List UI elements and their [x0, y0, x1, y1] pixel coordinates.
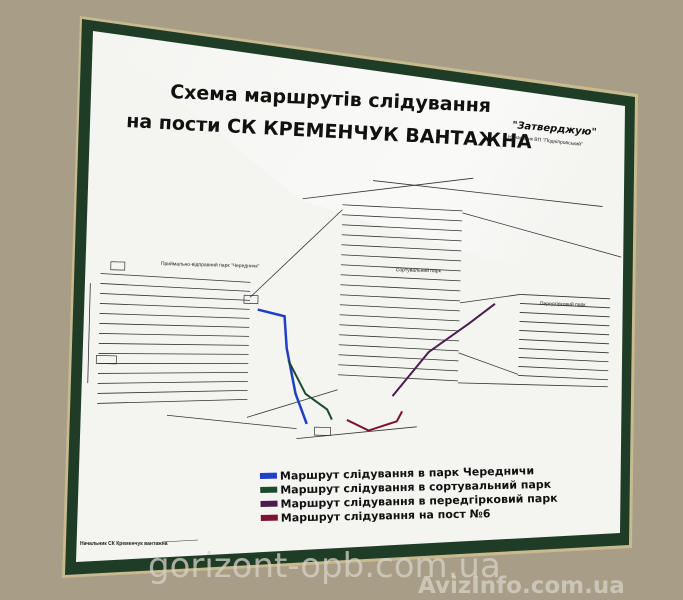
track-line	[99, 303, 250, 310]
track-line	[302, 177, 474, 200]
track-line	[340, 294, 461, 302]
track-line	[338, 374, 458, 382]
legend-swatch	[259, 472, 278, 479]
station-box	[110, 261, 126, 271]
legend-swatch	[260, 514, 278, 521]
track-line	[166, 414, 297, 430]
legend: Маршрут слідування в парк Чередничи Марш…	[259, 464, 558, 525]
park-label: Передгірковий парк	[540, 300, 587, 308]
track-line	[519, 330, 610, 336]
track-line	[339, 324, 460, 332]
glare	[93, 31, 625, 300]
station-box	[314, 426, 332, 436]
route-sort	[287, 359, 333, 420]
route-chered	[257, 308, 308, 425]
track-line	[99, 323, 250, 328]
track-line	[459, 294, 521, 304]
legend-item: Маршрут слідування в передгірковий парк	[260, 492, 558, 511]
track-line	[100, 293, 250, 301]
track-line	[518, 375, 609, 381]
track-line	[519, 312, 610, 318]
track-line	[338, 344, 459, 352]
track-line	[98, 362, 249, 364]
track-line	[98, 343, 249, 346]
route-post6	[346, 410, 403, 432]
track-line	[341, 224, 462, 232]
track-line	[99, 333, 250, 337]
track-diagram: Приймально-відправний парк "Чередничк" С…	[87, 177, 622, 440]
station-box	[95, 355, 117, 365]
track-line	[339, 304, 460, 312]
track-line	[296, 426, 417, 440]
track-line	[338, 354, 459, 362]
legend-item: Маршрут слідування на пост №6	[260, 507, 491, 525]
track-line	[339, 334, 459, 342]
watermark: AvizInfo.com.ua	[418, 573, 625, 599]
track-line	[341, 244, 462, 252]
park-label: Приймально-відправний парк "Чередничк"	[161, 260, 260, 270]
track-line	[97, 398, 248, 404]
track-line	[340, 274, 461, 282]
track-line	[341, 234, 462, 242]
track-line	[98, 353, 249, 355]
track-line	[97, 380, 248, 384]
track-line	[342, 204, 463, 212]
track-line	[338, 364, 459, 372]
track-line	[97, 371, 249, 374]
track-line	[520, 294, 611, 300]
track-line	[518, 366, 609, 372]
track-line	[340, 284, 461, 292]
track-line	[339, 314, 460, 322]
track-line	[99, 313, 250, 319]
signature-line	[161, 539, 199, 543]
track-line	[519, 321, 610, 327]
legend-item: Маршрут слідування в парк Чередничи	[259, 464, 534, 483]
track-line	[342, 214, 463, 222]
legend-label: Маршрут слідування на пост №6	[281, 507, 491, 524]
legend-swatch	[260, 486, 278, 493]
park-label: Сортувальний парк	[396, 266, 442, 274]
track-line	[100, 273, 251, 283]
track-line	[340, 264, 461, 272]
legend-label: Маршрут слідування в передгірковий парк	[280, 492, 558, 511]
track-line	[87, 283, 91, 384]
track-line	[97, 389, 248, 394]
track-line	[519, 339, 609, 345]
track-line	[373, 180, 603, 207]
footer-signature: Начальник СК Кременчук вантажна	[80, 541, 168, 547]
track-line	[462, 212, 622, 258]
watermark: gorizont-opb.com.ua	[148, 546, 501, 586]
track-line	[518, 357, 609, 363]
track-line	[458, 352, 519, 375]
track-line	[457, 382, 608, 388]
track-line	[100, 283, 251, 292]
track-line	[518, 348, 609, 354]
legend-item: Маршрут слідування в сортувальний парк	[260, 478, 552, 497]
track-line	[341, 254, 462, 262]
legend-label: Маршрут слідування в парк Чередничи	[280, 464, 534, 482]
track-line	[249, 209, 343, 298]
legend-label: Маршрут слідування в сортувальний парк	[280, 478, 552, 497]
track-line	[519, 303, 610, 309]
station-box	[243, 294, 259, 304]
legend-swatch	[260, 500, 278, 507]
track-line	[246, 389, 338, 418]
route-peredgirk	[391, 302, 496, 397]
